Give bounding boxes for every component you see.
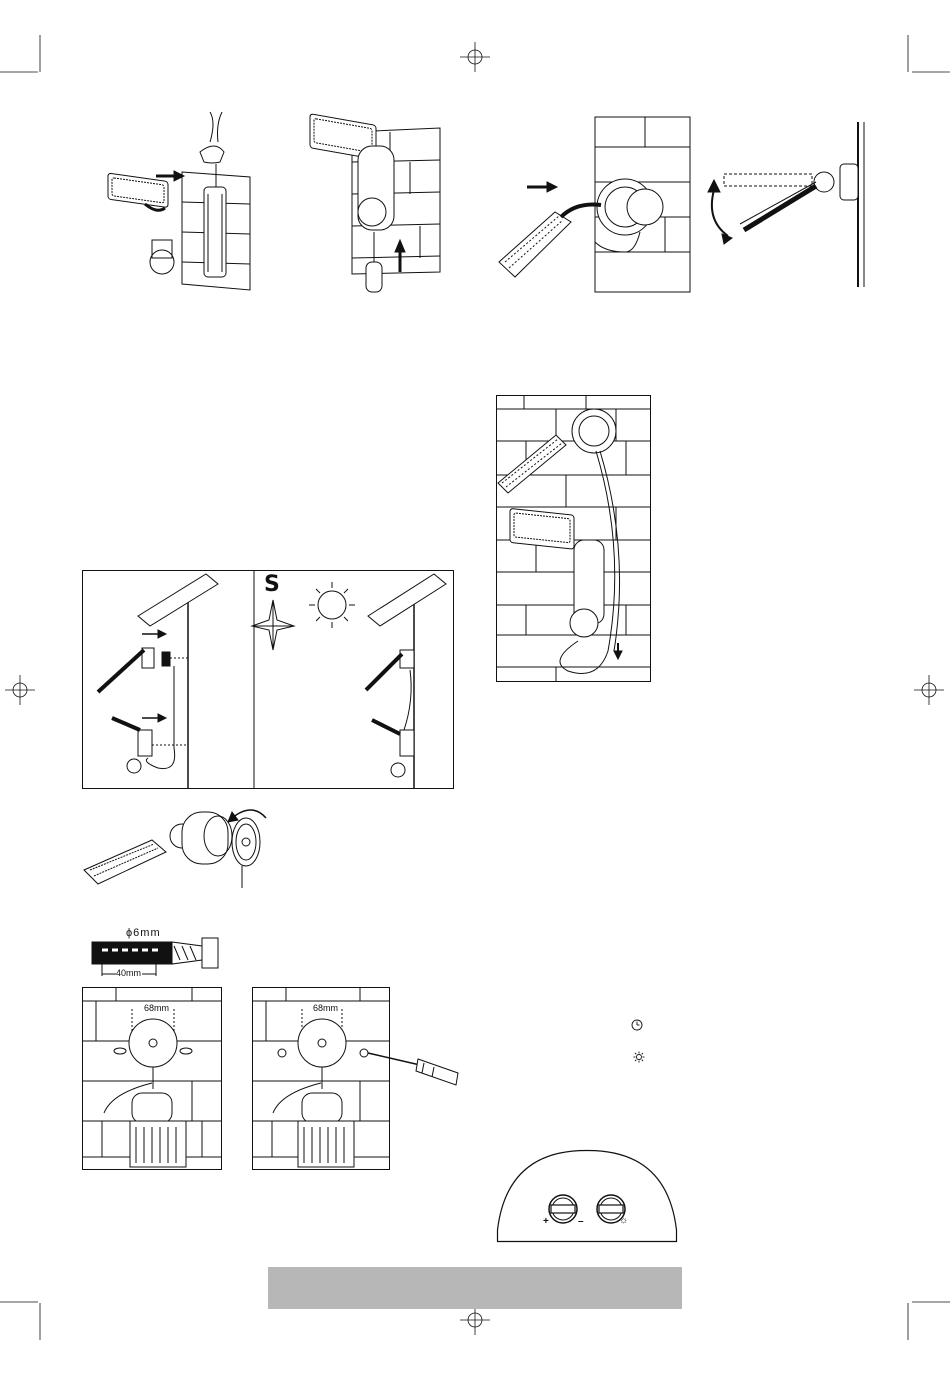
footer-bar bbox=[268, 1267, 682, 1309]
drill-diameter-label: ϕ6mm bbox=[126, 927, 161, 939]
step-adjust-angle-figure bbox=[700, 112, 870, 292]
spacing-label-right: 68mm bbox=[313, 1003, 338, 1013]
step-remote-panel-figure bbox=[496, 395, 651, 682]
step-screw-bracket-figure bbox=[252, 987, 462, 1170]
step-connect-cable-figure bbox=[100, 112, 260, 297]
south-label: S bbox=[264, 572, 280, 597]
control-dials-figure bbox=[497, 1150, 677, 1242]
step-mark-holes-figure bbox=[82, 987, 222, 1170]
time-dial-minus-label: – bbox=[578, 1216, 584, 1227]
spacing-label-left: 68mm bbox=[144, 1003, 169, 1013]
step-orientation-figure bbox=[82, 570, 454, 789]
lux-dial-sun-label: ☼ bbox=[619, 1215, 628, 1226]
step-attach-panel-figure bbox=[495, 112, 690, 297]
drill-depth-label: 40mm bbox=[116, 968, 141, 978]
step-fix-screw-figure bbox=[300, 112, 440, 297]
clock-icon bbox=[631, 1019, 643, 1031]
time-dial-plus-label: + bbox=[543, 1216, 549, 1227]
step-remove-bracket-figure bbox=[82, 800, 277, 895]
sun-icon bbox=[633, 1051, 645, 1063]
